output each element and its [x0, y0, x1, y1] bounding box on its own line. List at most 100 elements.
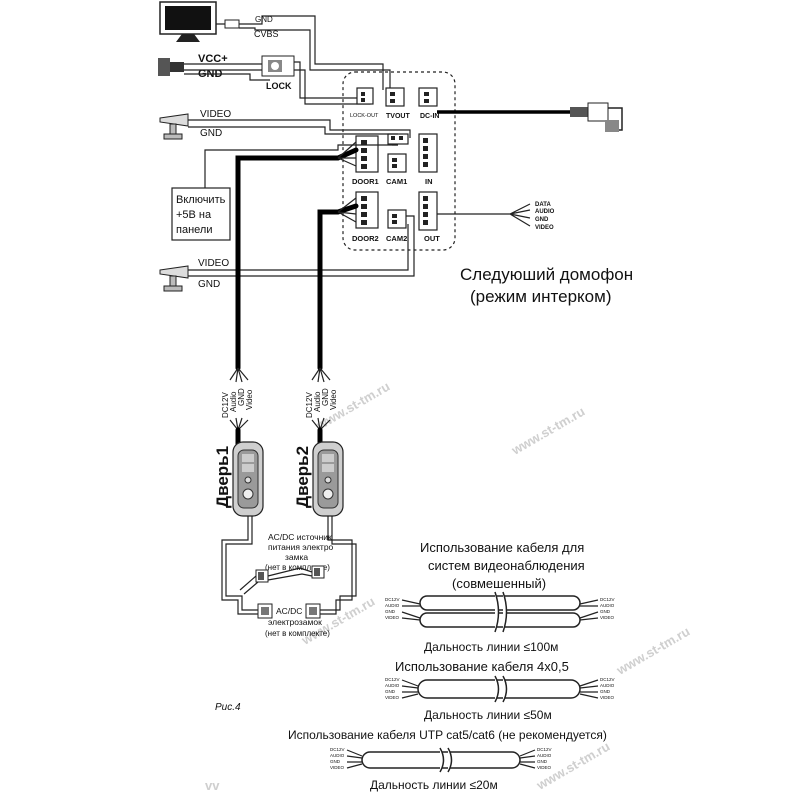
cable1-left-video: VIDEO	[385, 615, 400, 620]
cable3-left-gnd: GND	[330, 759, 341, 764]
door2-call-panel	[312, 441, 344, 517]
watermark-4: www.st-tm.ru	[613, 624, 692, 678]
cable-section-1: Использование кабеля для систем видеонаб…	[385, 540, 615, 654]
cable3-right-audio: AUDIO	[537, 753, 552, 758]
intercom-panel-outline	[342, 71, 456, 251]
watermark-6: vv	[205, 778, 220, 793]
door1-wire-audio: Audio	[229, 391, 238, 412]
dc-plug-icon	[570, 102, 623, 132]
cable2-left-gnd: GND	[385, 689, 396, 694]
lock-out-label: LOCK-OUT	[350, 113, 379, 119]
cable3-left-audio: AUDIO	[330, 753, 345, 758]
door2-port-label: DOOR2	[352, 234, 379, 243]
cable2-distance: Дальность линии ≤50м	[424, 708, 552, 722]
power-adapter-icon	[158, 58, 184, 76]
cable3-left-video: VIDEO	[330, 765, 345, 770]
cable2-right-video: VIDEO	[600, 695, 615, 700]
cable1-title-line3: (совмешенный)	[452, 576, 546, 591]
camera2-gnd-label: GND	[198, 279, 220, 290]
cable1-title-line2: систем видеонаблюдения	[428, 558, 585, 573]
cable1-distance: Дальность линии ≤100м	[424, 640, 558, 654]
monitor-cvbs-label: CVBS	[254, 29, 279, 39]
camera2-icon	[159, 265, 189, 292]
door1-call-panel	[232, 441, 264, 517]
cable2-right-audio: AUDIO	[600, 683, 615, 688]
cable3-left-dc12v: DC12V	[330, 747, 345, 752]
lock-note-line2: электрозамок	[268, 617, 322, 627]
camera1-gnd-label: GND	[200, 128, 222, 139]
lock-icon	[261, 55, 295, 77]
cam2-connector	[387, 209, 407, 229]
out-wire-audio: AUDIO	[535, 209, 555, 215]
door2-wire-video: Video	[329, 389, 338, 410]
door1-wire-labels: DC12V Audio GND Video	[221, 388, 254, 418]
cable1-title-line1: Использование кабеля для	[420, 540, 584, 555]
out-connector	[418, 191, 438, 231]
intercom-title-line1: Следуюший домофон	[460, 265, 633, 284]
dc-in-connector	[418, 87, 438, 107]
door1-label: Дверь1	[213, 446, 232, 508]
out-port-label: OUT	[424, 234, 440, 243]
out-wire-data: DATA	[535, 202, 551, 208]
cam1-label: CAM1	[386, 177, 407, 186]
tvout-connector	[385, 87, 405, 107]
out-wire-gnd: GND	[535, 217, 549, 223]
door2-wire-labels: DC12V Audio GND Video	[305, 388, 338, 418]
in-connector	[418, 133, 438, 173]
intercom-title-line2: (режим интерком)	[470, 287, 611, 306]
cable2-left-audio: AUDIO	[385, 683, 400, 688]
lock-note-line3: (нет в комплекте)	[265, 629, 330, 638]
monitor-icon	[159, 1, 240, 42]
tvout-label: TVOUT	[386, 113, 410, 120]
cable2-right-gnd: GND	[600, 689, 611, 694]
cable1-right-dc12v: DC12V	[600, 597, 615, 602]
psu-left-adapter-icon	[255, 569, 269, 583]
cable3-right-dc12v: DC12V	[537, 747, 552, 752]
door2-wire-gnd: GND	[321, 388, 330, 406]
cable1-right-audio: AUDIO	[600, 603, 615, 608]
switch-note-line3: панели	[176, 224, 212, 236]
cable1-left-audio: AUDIO	[385, 603, 400, 608]
cable3-right-gnd: GND	[537, 759, 548, 764]
lock-note-line1: AC/DC	[276, 606, 302, 616]
camera1-video-label: VIDEO	[200, 109, 231, 120]
door2-wire-dc12v: DC12V	[305, 392, 314, 418]
door1-port-label: DOOR1	[352, 177, 379, 186]
cable2-right-dc12v: DC12V	[600, 677, 615, 682]
switch-note-box: Включить +5В на панели	[171, 187, 231, 241]
monitor-gnd-label: GND	[255, 15, 273, 24]
lock-actuator-left-icon	[257, 603, 273, 619]
dc-in-label: DC-IN	[420, 113, 439, 120]
door2-wire-audio: Audio	[313, 391, 322, 412]
cable3-title: Использование кабеля UTP cat5/cat6 (не р…	[288, 728, 607, 742]
psu-note-line3: замка	[285, 552, 308, 562]
door1-wire-dc12v: DC12V	[221, 392, 230, 418]
cable1-left-dc12v: DC12V	[385, 597, 400, 602]
psu-right-adapter-icon	[311, 565, 325, 579]
door1-wire-gnd: GND	[237, 388, 246, 406]
switch-note-line2: +5В на	[176, 209, 212, 221]
door2-connector	[355, 191, 379, 229]
cam2-label: CAM2	[386, 234, 407, 243]
door1-wire-video: Video	[245, 389, 254, 410]
cable2-title: Использование кабеля 4х0,5	[395, 659, 569, 674]
in-label: IN	[425, 177, 433, 186]
power-vcc-label: VCC+	[198, 53, 228, 65]
psu-note-line2: питания электро	[268, 542, 334, 552]
cam1-connector	[387, 133, 409, 173]
lock-out-connector	[356, 87, 374, 105]
out-wire-video: VIDEO	[535, 225, 554, 231]
cable3-right-video: VIDEO	[537, 765, 552, 770]
camera1-icon	[159, 113, 189, 140]
camera2-video-label: VIDEO	[198, 258, 229, 269]
lock-actuator-right-icon	[305, 603, 321, 619]
lock-label: LOCK	[266, 81, 292, 91]
figure-label: Рис.4	[215, 702, 241, 713]
cable-section-2: Использование кабеля 4х0,5 DC12V AUDIO G…	[385, 659, 615, 722]
cable1-right-video: VIDEO	[600, 615, 615, 620]
psu-note-line4: (нет в комплекте)	[265, 563, 330, 572]
psu-note-line1: AC/DC источник	[268, 532, 332, 542]
door2-label: Дверь2	[293, 446, 312, 508]
cable2-left-video: VIDEO	[385, 695, 400, 700]
